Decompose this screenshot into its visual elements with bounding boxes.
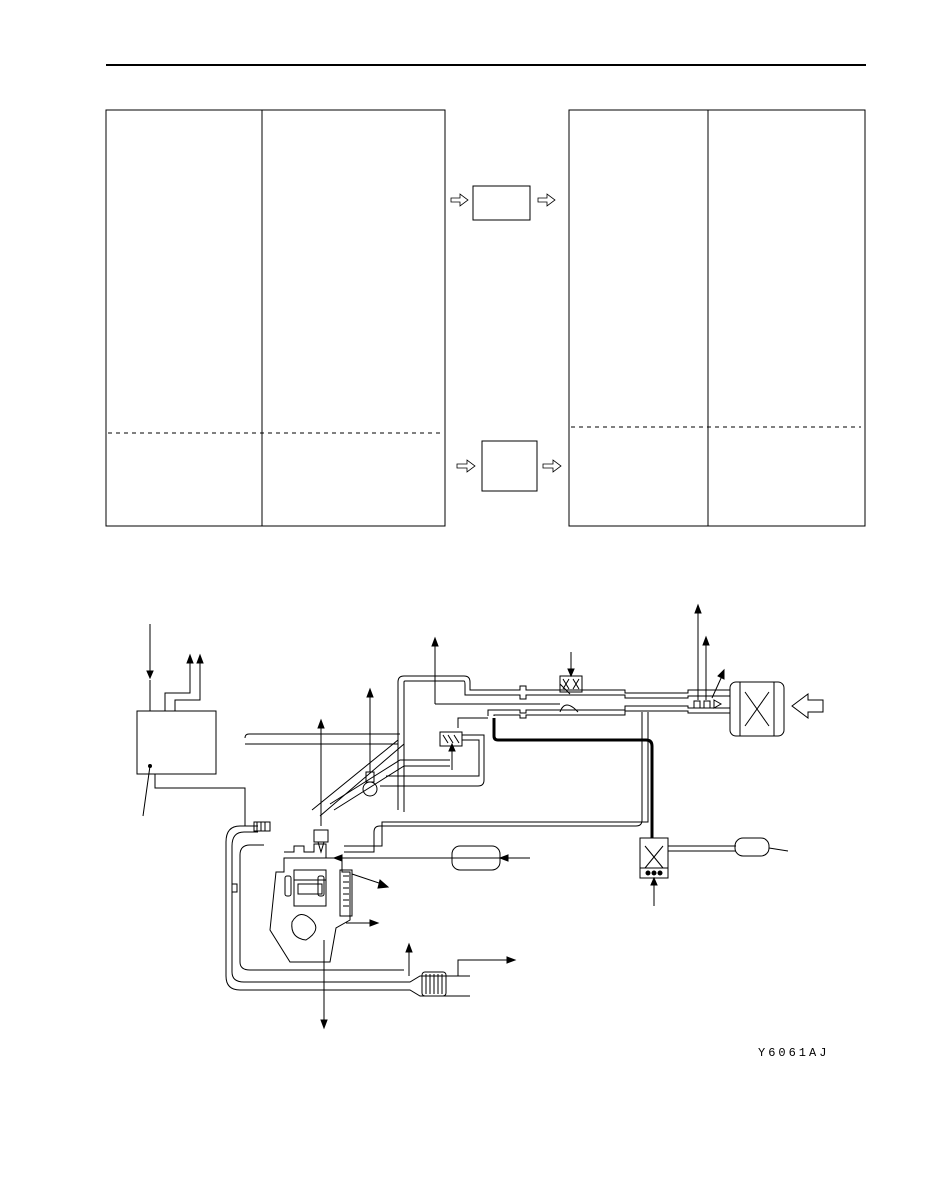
module-hose <box>154 774 258 827</box>
flow-arrow-out-lower <box>542 459 562 473</box>
oxygen-sensor-2 <box>457 959 508 976</box>
arrowhead <box>448 742 456 752</box>
valve-port-1 <box>645 870 651 876</box>
arrowhead <box>196 653 204 664</box>
arrowhead <box>186 653 194 664</box>
block-diagram <box>105 109 866 527</box>
intake-duct-upper <box>397 675 730 812</box>
arrowhead <box>317 718 325 729</box>
airflow-sensor <box>693 699 723 709</box>
charcoal-canister <box>734 837 770 857</box>
iac-valve-coil <box>562 678 580 690</box>
arrowhead <box>498 854 509 862</box>
egr-valve-fins <box>256 822 266 831</box>
actuator-table <box>568 109 866 527</box>
arrowhead <box>377 879 390 889</box>
arrowhead <box>146 670 154 680</box>
module-leader <box>142 765 151 817</box>
arrowhead <box>650 876 658 886</box>
purge-valve-hose <box>668 845 736 852</box>
arrowhead <box>332 854 343 862</box>
purge-hoses <box>380 717 488 787</box>
coolant-sensor <box>339 869 353 917</box>
airflow-sensor-signal-3 <box>711 675 723 699</box>
intake-runner-2 <box>244 733 400 745</box>
sensor-signal-b <box>351 873 383 885</box>
canister-purge-valve-coil <box>640 845 668 869</box>
flow-arrow-in-lower <box>456 459 476 473</box>
spark-plug <box>284 875 292 897</box>
engine-block <box>269 857 351 963</box>
arrowhead <box>567 668 575 678</box>
egr-valve <box>253 821 271 832</box>
arrowhead <box>320 1019 328 1030</box>
engine-ecu-box <box>472 185 531 221</box>
control-unit-box <box>481 440 538 492</box>
engine-schematic <box>136 603 824 1030</box>
catalytic-converter <box>421 971 447 997</box>
arrowhead <box>431 636 439 647</box>
ecu-module <box>136 710 217 775</box>
arrowhead <box>405 942 413 953</box>
intake-air-arrow <box>791 693 824 719</box>
arrowhead <box>702 635 710 646</box>
vacuum-line <box>492 718 654 838</box>
intake-runner-1 <box>311 739 405 817</box>
exhaust-pipe <box>225 825 470 997</box>
module-harness-1 <box>149 680 201 711</box>
coolant-sensor-ribs <box>343 875 349 907</box>
intake-duct-lower <box>487 705 730 719</box>
air-cleaner <box>729 681 785 737</box>
catalytic-converter-core <box>425 974 443 994</box>
exhaust-gasket <box>231 883 238 893</box>
intake-runner-3 <box>329 759 450 811</box>
canister-vent <box>768 847 789 852</box>
valve-port-3 <box>657 870 663 876</box>
crankshaft <box>291 914 317 941</box>
arrowhead <box>506 956 517 964</box>
flow-arrow-in-upper <box>450 193 469 207</box>
flow-arrow-out-upper <box>537 193 556 207</box>
knock-sensor <box>317 875 325 897</box>
valve-port-2 <box>651 870 657 876</box>
fuel-pressure-regulator-body <box>362 781 378 797</box>
arrowhead <box>694 603 702 614</box>
arrowhead <box>366 687 374 698</box>
cylinder <box>293 869 327 907</box>
sensor-table <box>105 109 446 527</box>
air-cleaner-element <box>739 682 775 736</box>
pressure-hose <box>344 712 649 853</box>
purge-solenoid-coil <box>442 734 460 744</box>
injector <box>313 829 329 854</box>
arrowhead <box>717 668 725 680</box>
figure-code: Y6061AJ <box>758 1046 830 1060</box>
ignition-coil <box>284 843 327 858</box>
arrowhead <box>369 919 380 927</box>
leader-dot <box>148 764 152 768</box>
